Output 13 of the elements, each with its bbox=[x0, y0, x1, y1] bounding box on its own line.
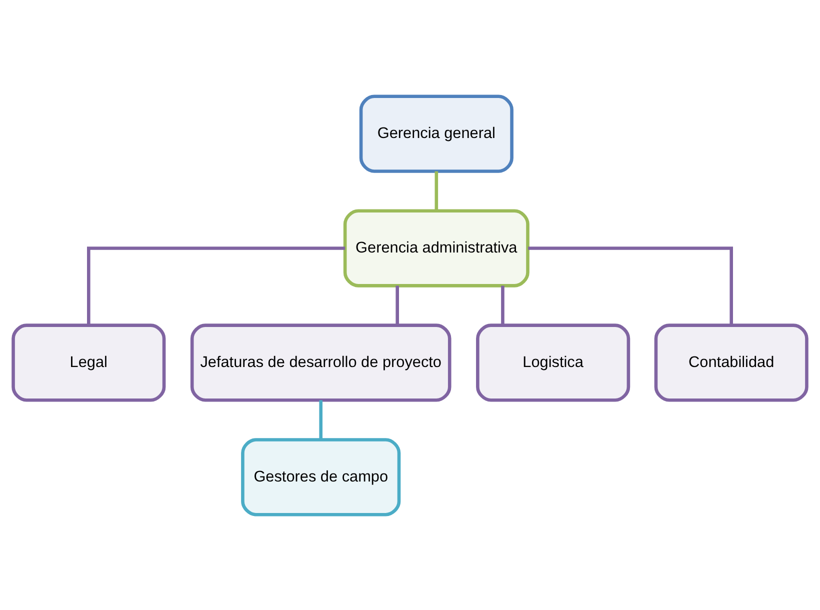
connector bbox=[528, 246, 733, 325]
node-box: Gestores de campo bbox=[241, 438, 401, 516]
node-box: Contabilidad bbox=[654, 323, 808, 402]
connector bbox=[501, 285, 504, 325]
connector bbox=[87, 246, 346, 325]
node-box: Logistica bbox=[476, 323, 630, 402]
connector bbox=[434, 170, 438, 210]
node-box: Jefaturas de desarrollo de proyecto bbox=[190, 323, 452, 402]
node-box: Legal bbox=[12, 323, 166, 402]
node-box: Gerencia general bbox=[359, 94, 514, 172]
connector bbox=[319, 400, 322, 440]
connector bbox=[396, 285, 399, 325]
node-box: Gerencia administrativa bbox=[343, 208, 530, 287]
